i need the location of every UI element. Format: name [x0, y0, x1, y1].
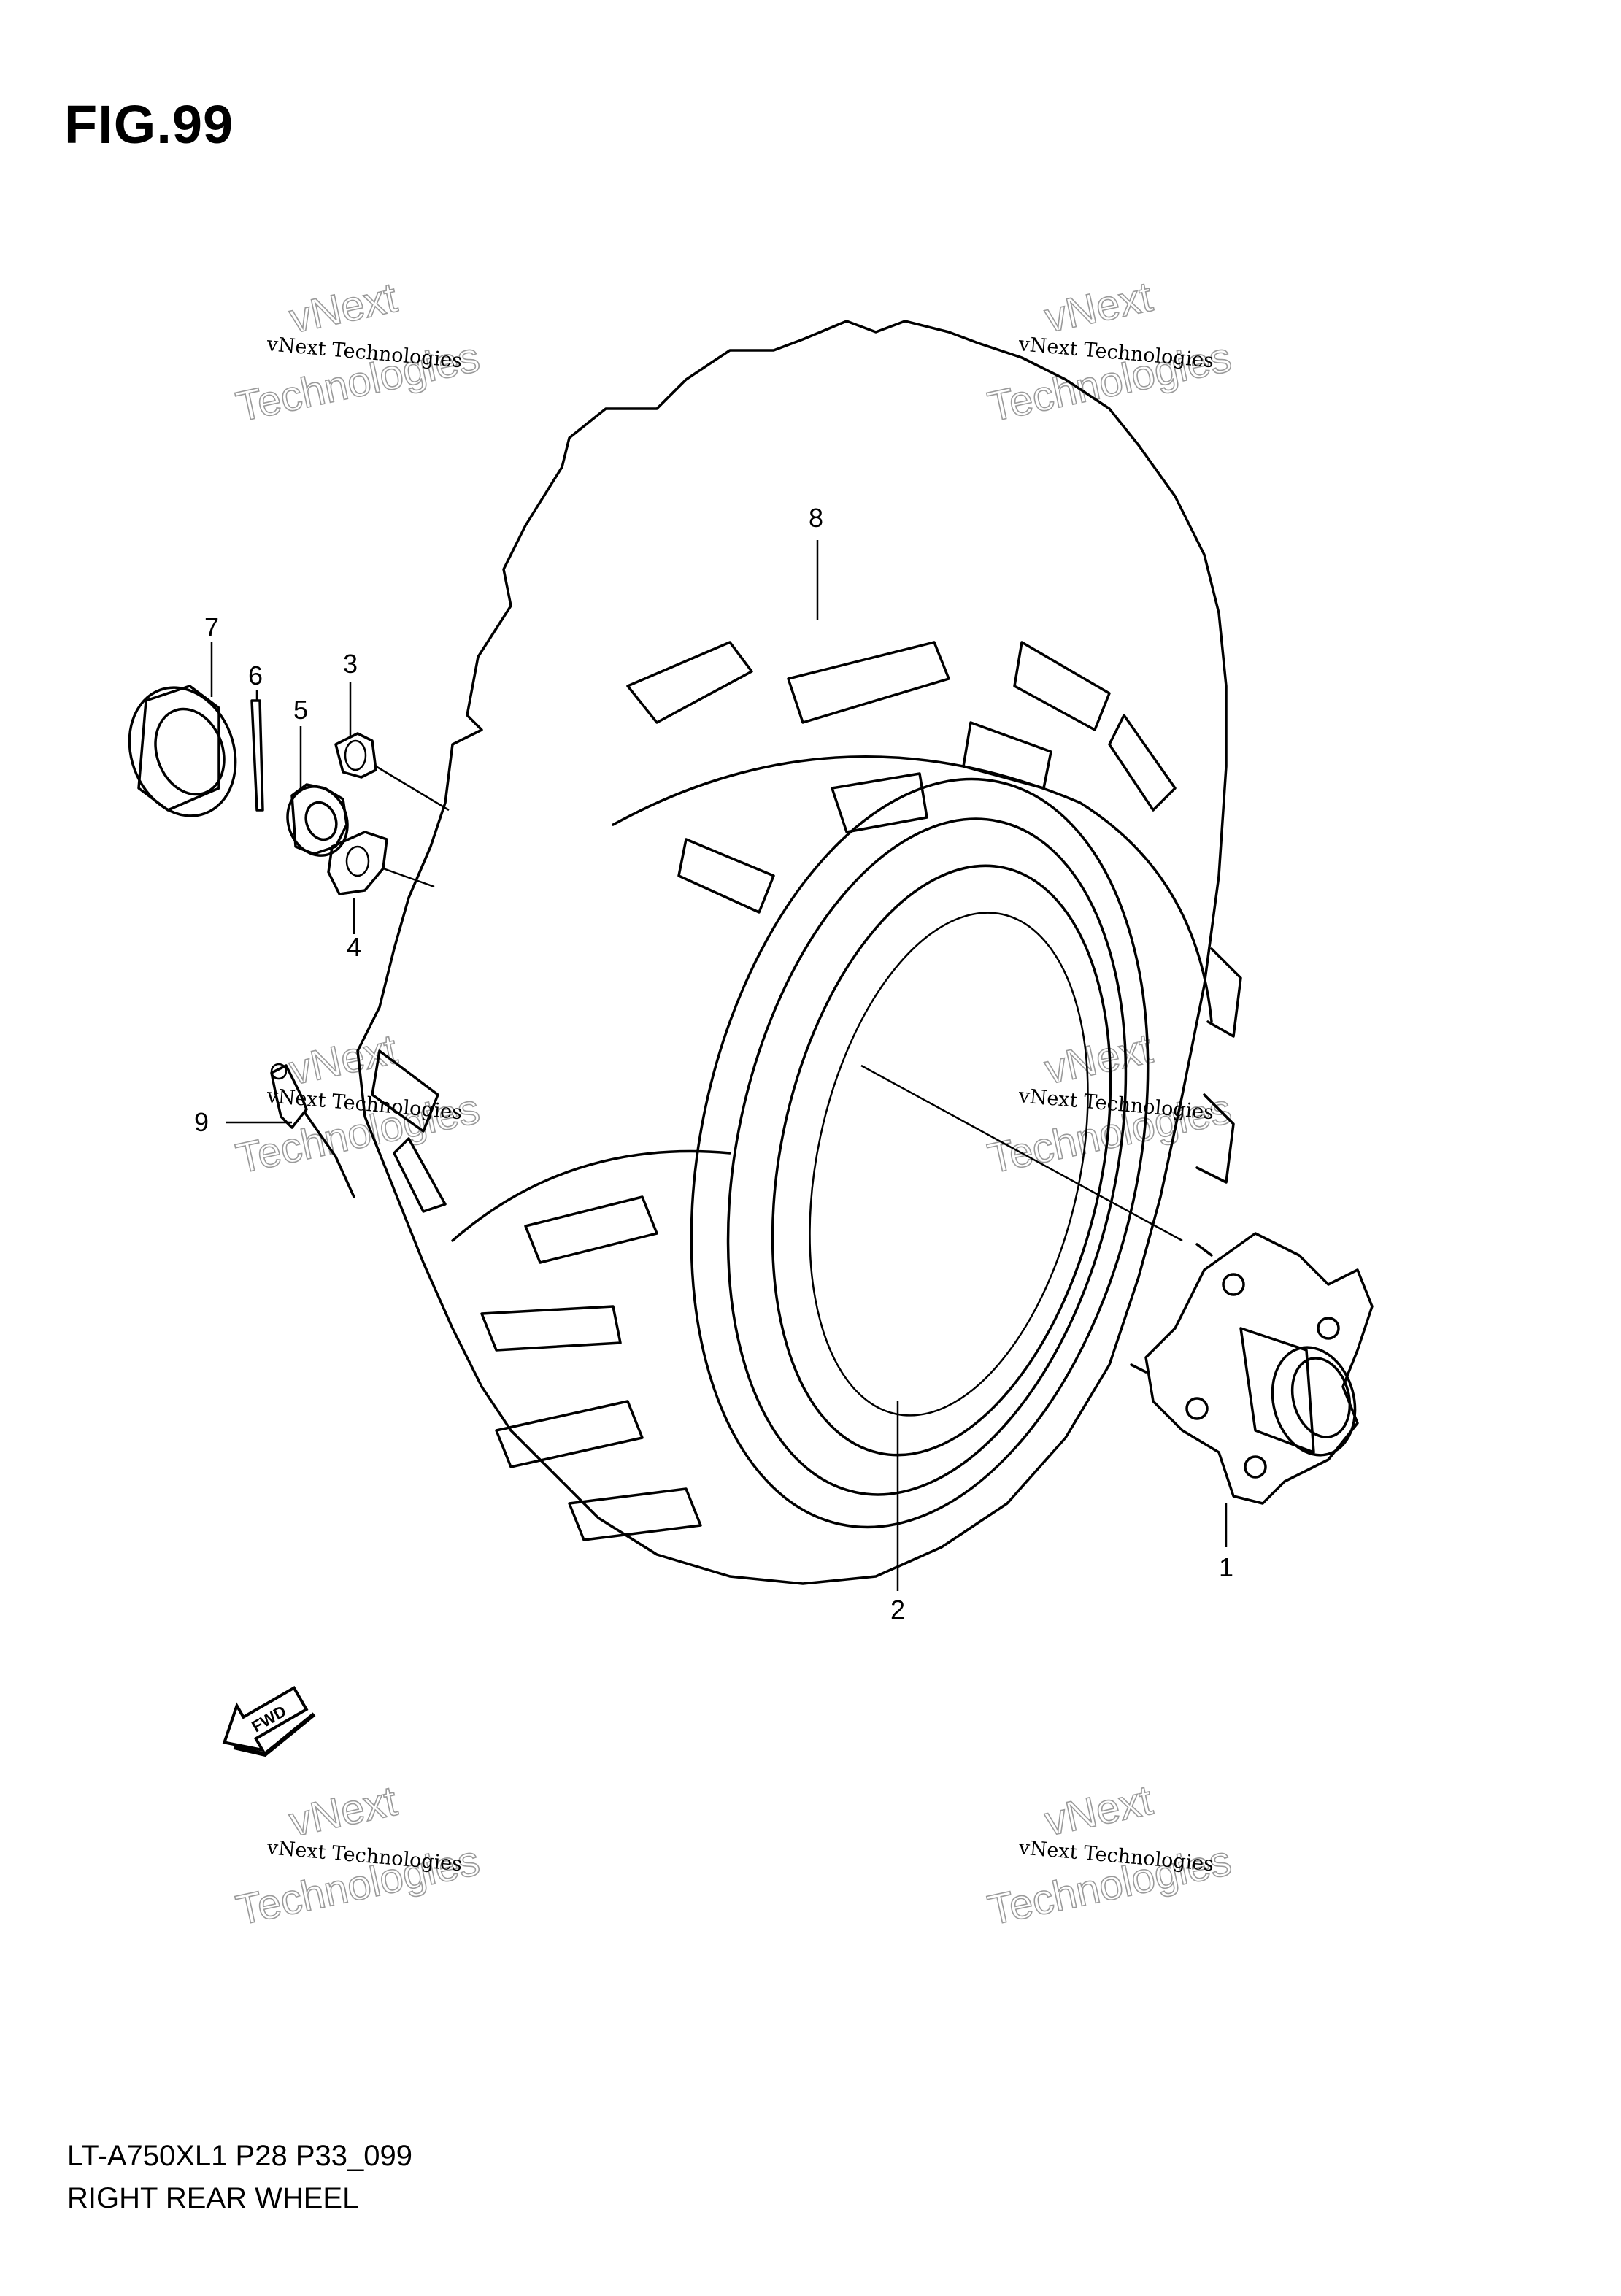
callout-4: 4: [347, 932, 361, 962]
figure-title: FIG.99: [64, 94, 234, 155]
tire-part-8: [356, 320, 1242, 1585]
svg-text:vNext: vNext: [1041, 1776, 1157, 1845]
valve-part-9: [270, 1063, 355, 1198]
svg-text:vNext: vNext: [1041, 273, 1157, 342]
washer-part-4: [327, 831, 388, 895]
svg-text:vNext: vNext: [285, 1025, 401, 1094]
callout-9: 9: [194, 1107, 209, 1137]
nut-part-3: [334, 732, 377, 779]
watermark-bottom-right: vNext Technologies vNext Technologies: [983, 1776, 1236, 1935]
leader-lines: [210, 540, 1228, 1591]
hub-cap-part-7: [128, 685, 237, 817]
watermark-bottom-left: vNext Technologies vNext Technologies: [231, 1776, 484, 1935]
svg-text:vNext: vNext: [285, 274, 401, 342]
callout-5: 5: [293, 695, 308, 725]
watermark-top-left: vNext Technologies vNext Technologies: [231, 273, 484, 431]
callout-1: 1: [1219, 1552, 1233, 1582]
footer-diagram-title: RIGHT REAR WHEEL: [67, 2182, 359, 2214]
callout-7: 7: [204, 612, 219, 642]
forward-direction-arrow-icon: FWD: [222, 1686, 316, 1757]
callout-8: 8: [809, 503, 823, 533]
svg-text:vNext: vNext: [285, 1777, 401, 1846]
callout-3: 3: [343, 649, 358, 679]
callout-6: 6: [248, 660, 263, 690]
castle-nut-part-5: [286, 783, 349, 857]
callout-2: 2: [890, 1595, 905, 1625]
wheel-hub-part-1: [1130, 1232, 1374, 1505]
watermark-top-right: vNext Technologies vNext Technologies: [983, 272, 1236, 431]
cotter-pin-part-6: [250, 699, 264, 812]
svg-text:vNext: vNext: [1041, 1025, 1157, 1093]
footer-model-code: LT-A750XL1 P28 P33_099: [67, 2140, 412, 2172]
